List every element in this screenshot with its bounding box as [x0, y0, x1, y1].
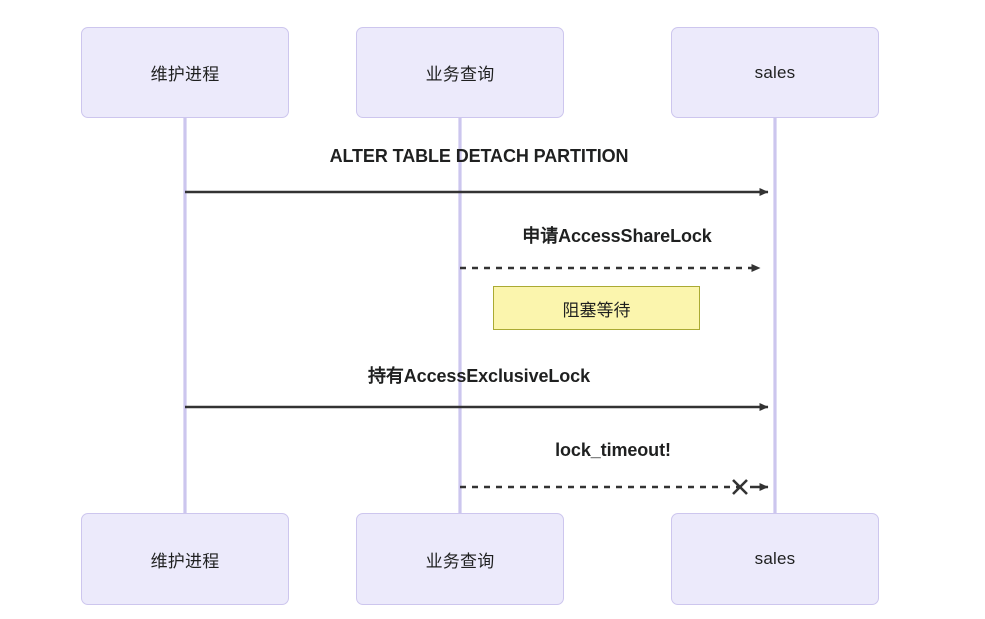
participant-box-maintenance-top[interactable]: 维护进程	[81, 27, 289, 118]
participant-box-query-bottom[interactable]: 业务查询	[356, 513, 564, 605]
lifelines	[183, 118, 777, 513]
message-label-4: lock_timeout!	[555, 440, 671, 460]
note-block-waiting: 阻塞等待	[493, 286, 700, 330]
cross-marker-icon	[732, 479, 748, 495]
participant-label-query-top: 业务查询	[425, 65, 495, 84]
participant-label-sales-bottom: sales	[754, 549, 796, 568]
participant-box-maintenance-bottom[interactable]: 维护进程	[81, 513, 289, 605]
participant-label-maintenance-bottom: 维护进程	[150, 551, 220, 571]
message-label-3: 持有AccessExclusiveLock	[367, 366, 591, 386]
participant-box-query-top[interactable]: 业务查询	[356, 27, 564, 118]
message-label-1: ALTER TABLE DETACH PARTITION	[329, 146, 629, 166]
note-label-waiting: 阻塞等待	[562, 300, 631, 320]
participant-label-sales-top: sales	[754, 62, 796, 82]
participant-box-sales-top[interactable]: sales	[671, 27, 879, 118]
participant-label-query-bottom: 业务查询	[425, 551, 495, 571]
message-label-2: 申请AccessShareLock	[522, 226, 712, 246]
participant-box-sales-bottom[interactable]: sales	[671, 513, 879, 605]
participant-label-maintenance-top: 维护进程	[150, 65, 220, 84]
